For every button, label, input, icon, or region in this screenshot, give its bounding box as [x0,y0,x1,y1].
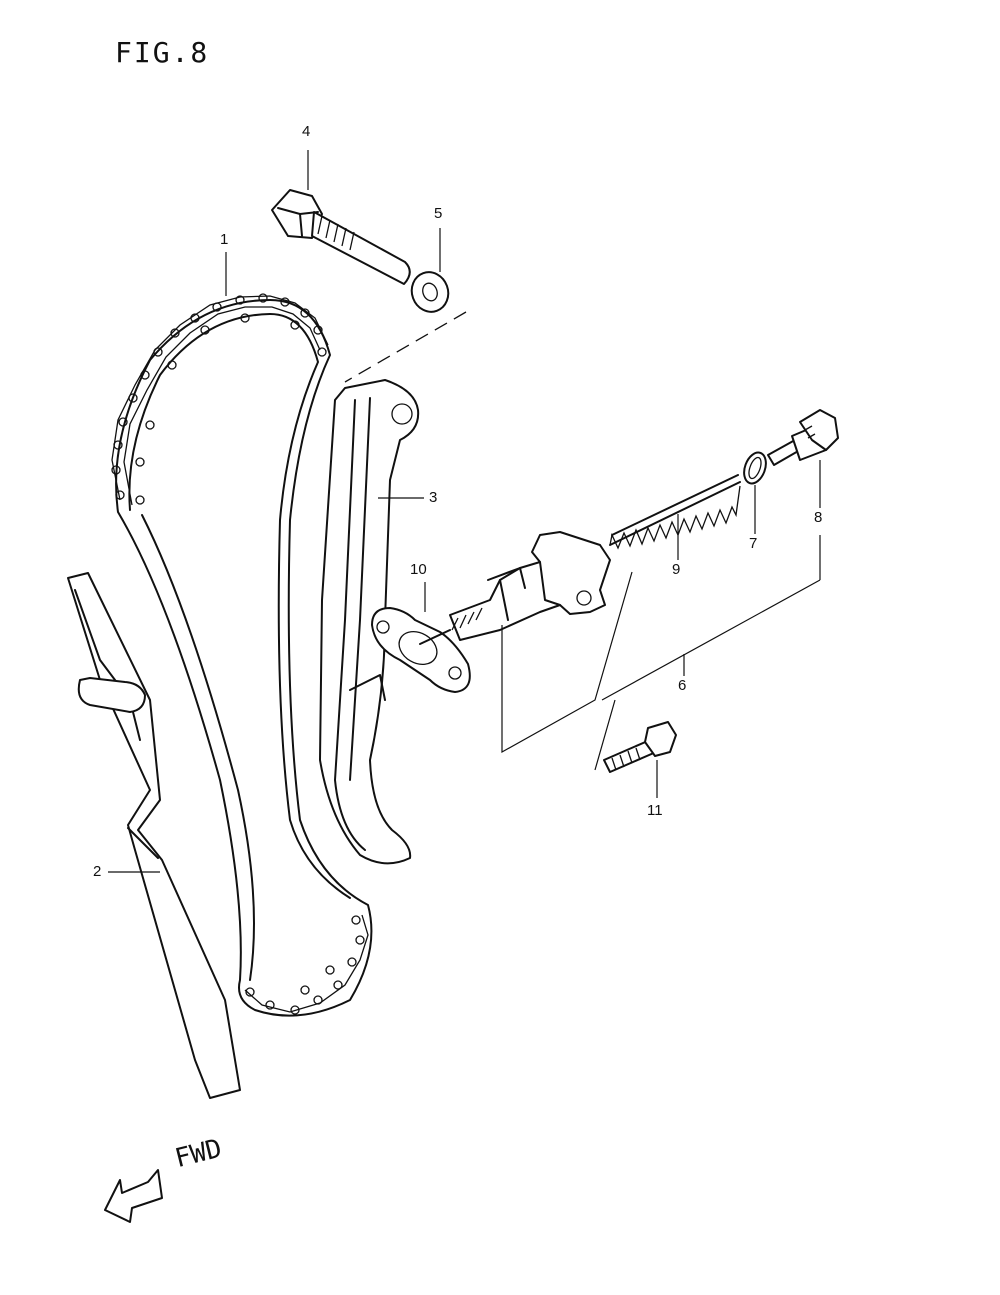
callout-10: 10 [410,561,427,578]
assembly-line-bolt [344,311,467,383]
callout-9: 9 [672,561,681,578]
callout-2: 2 [93,863,102,880]
tensioner-guide-part [319,379,420,865]
tensioner-gasket-part [371,607,471,693]
cam-chain-part [111,293,373,1017]
cap-bolt-part [767,409,839,466]
pivot-bolt-part [271,189,411,285]
callout-5: 5 [434,205,443,222]
mounting-bolt-part [603,721,677,773]
tensioner-adjuster-part [419,531,611,645]
callout-7: 7 [749,535,758,552]
o-ring-part [743,451,767,485]
chain-links-bottom [245,915,365,1015]
leader-lines [108,150,821,873]
tensioner-spring-part [609,474,741,550]
assembly-bracket-6 [501,535,821,771]
chain-links-top [111,293,327,505]
callout-6: 6 [678,677,687,694]
callout-1: 1 [220,231,229,248]
callout-3: 3 [429,489,438,506]
washer-part [410,271,450,313]
chain-guide-part [67,572,241,1099]
callout-4: 4 [302,123,311,140]
fwd-arrow-icon [104,1169,163,1223]
figure-title: FIG.8 [115,36,210,69]
callout-11: 11 [647,802,663,819]
callout-8: 8 [814,509,823,526]
